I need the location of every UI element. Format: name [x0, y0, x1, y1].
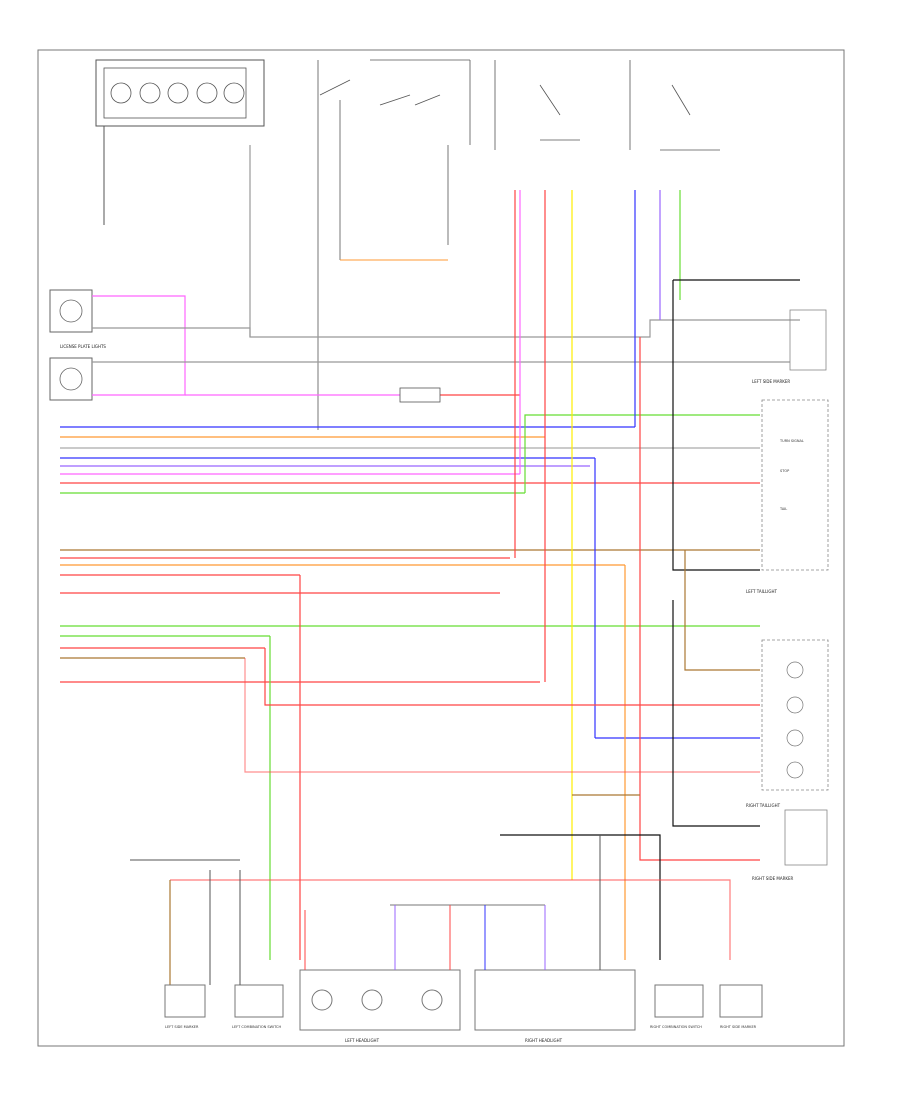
fuse-block	[95, 59, 265, 225]
right-combination-switch-label: RIGHT COMBINATION SWITCH	[650, 1025, 702, 1029]
right-side-components	[761, 309, 829, 866]
turn-switches	[494, 60, 720, 151]
stop-label: STOP	[780, 469, 789, 473]
bottom-wires	[130, 835, 601, 985]
left-headlight-label: LEFT HEADLIGHT	[345, 1038, 380, 1043]
license-plate-lights	[49, 289, 93, 401]
left-combination-switch-label: LEFT COMBINATION SWITCH	[232, 1025, 282, 1029]
bottom-components	[164, 904, 763, 1031]
inline-connector	[399, 387, 441, 403]
license-plate-lights-label: LICENSE PLATE LIGHTS	[60, 344, 106, 349]
right-front-marker-label: RIGHT SIDE MARKER	[720, 1025, 757, 1029]
pink-wire	[92, 295, 186, 396]
right-taillight-label: RIGHT TAILLIGHT	[746, 803, 781, 808]
left-taillight-label: LEFT TAILLIGHT	[746, 589, 777, 594]
right-side-marker-label: RIGHT SIDE MARKER	[752, 876, 793, 881]
right-headlight-label: RIGHT HEADLIGHT	[525, 1038, 563, 1043]
wire-harness	[60, 145, 800, 985]
tail-label: TAIL	[779, 507, 787, 511]
turn-signal-label: TURN SIGNAL	[779, 439, 804, 443]
tail-bulbs	[786, 661, 804, 779]
diagram-frame	[37, 49, 845, 1047]
headlight-switch	[317, 59, 471, 430]
left-side-marker-label: LEFT SIDE MARKER	[752, 379, 790, 384]
left-front-marker-label: LEFT SIDE MARKER	[165, 1025, 199, 1029]
